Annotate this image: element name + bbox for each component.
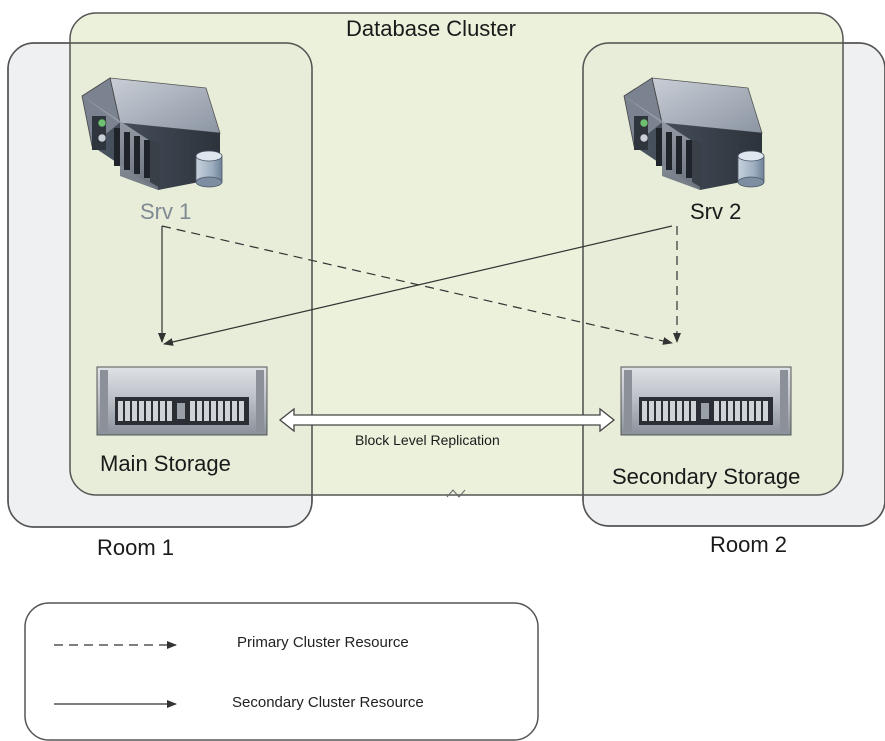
secondary-storage-label: Secondary Storage (612, 464, 801, 489)
room-2-label: Room 2 (710, 532, 788, 557)
secondary-storage-icon (620, 366, 792, 436)
legend-box (24, 602, 539, 741)
server-1-label: Srv 1 (140, 199, 192, 224)
srv1-to-secondary-storage-arrow (161, 225, 673, 345)
server-1-icon (81, 77, 223, 190)
server-2-label: Srv 2 (690, 199, 742, 224)
replication-double-arrow (278, 407, 616, 433)
srv2-to-main-storage-arrow (163, 225, 673, 346)
cluster-title: Database Cluster (346, 16, 516, 41)
replication-label: Block Level Replication (355, 432, 500, 448)
legend-primary-label: Primary Cluster Resource (237, 634, 409, 651)
main-storage-label: Main Storage (100, 451, 231, 476)
main-storage-icon (96, 366, 268, 436)
server-2-icon (623, 77, 765, 190)
legend-secondary-label: Secondary Cluster Resource (232, 694, 424, 711)
room-1-label: Room 1 (97, 535, 175, 560)
